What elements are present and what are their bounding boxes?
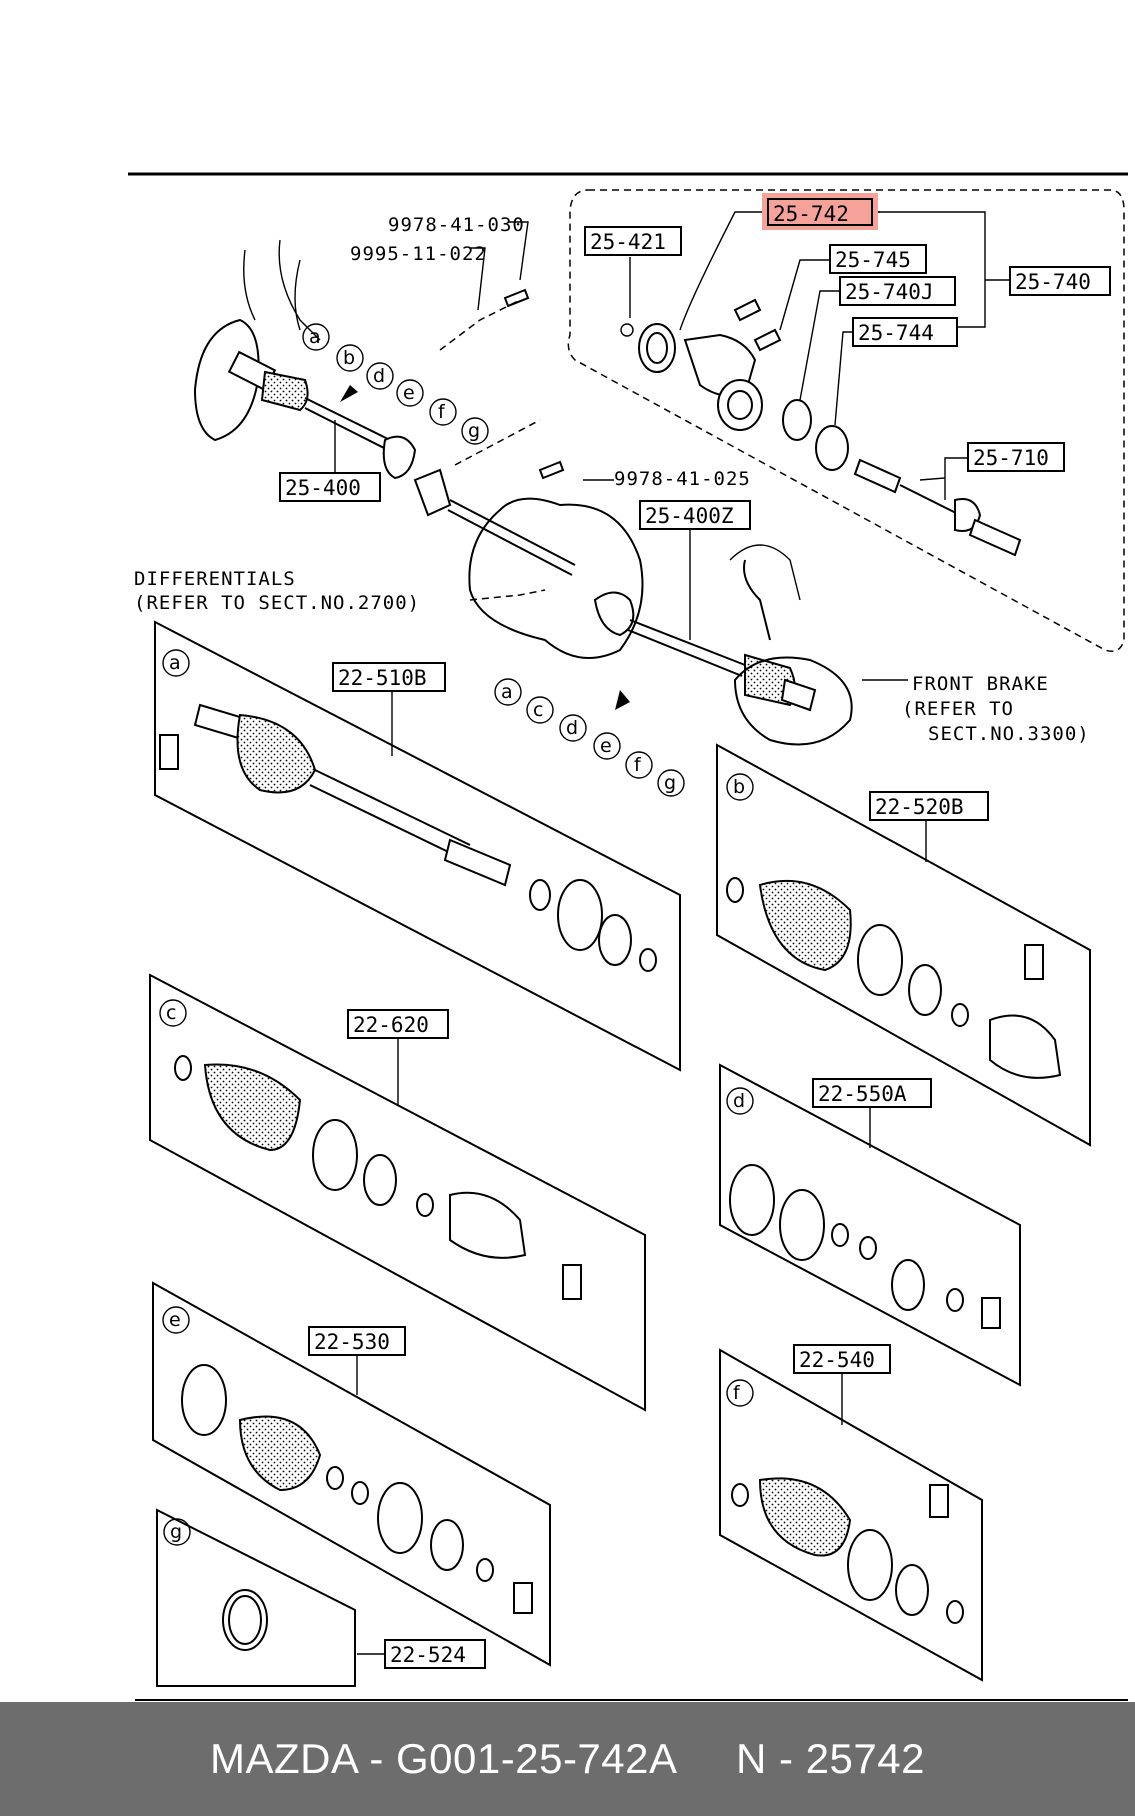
- panel-letter-e: e: [169, 1309, 181, 1331]
- label-22-550A: 22-550A: [818, 1082, 907, 1106]
- panel-b: b 22-520B: [716, 743, 1091, 1147]
- bolt-number-2: 9995-11-022: [350, 243, 487, 265]
- label-22-520B: 22-520B: [875, 795, 964, 819]
- label-22-524: 22-524: [390, 1643, 466, 1667]
- leader-lines-top: [334, 211, 1010, 681]
- label-22-620: 22-620: [353, 1013, 429, 1037]
- bolt-number-1: 9978-41-030: [388, 214, 525, 236]
- label-25-421: 25-421: [590, 230, 666, 254]
- note-differentials-ref: (REFER TO SECT.NO.2700): [134, 592, 420, 614]
- panel-f: f 22-540: [719, 1344, 983, 1682]
- panel-g: g 22-524: [156, 1508, 486, 1687]
- circle-letter-g2: g: [664, 772, 676, 794]
- note-differentials-title: DIFFERENTIALS: [134, 568, 296, 590]
- label-25-742: 25-742: [773, 202, 849, 226]
- arrow-up: [615, 690, 630, 710]
- letter-series-upper: a b d e f g: [302, 323, 489, 445]
- circle-letter-a1: a: [309, 326, 321, 348]
- label-25-740J: 25-740J: [845, 280, 934, 304]
- label-25-744: 25-744: [858, 321, 934, 345]
- footer-bar: MAZDA - G001-25-742A N - 25742: [0, 1702, 1135, 1816]
- footer-caption: MAZDA - G001-25-742A N - 25742: [209, 1735, 925, 1782]
- label-25-400Z: 25-400Z: [645, 504, 734, 528]
- circle-letter-e1: e: [403, 382, 415, 404]
- circle-letter-g1: g: [468, 420, 480, 442]
- panel-letter-b: b: [733, 776, 745, 798]
- panel-d: d 22-550A: [719, 1063, 1021, 1387]
- label-25-400: 25-400: [285, 476, 361, 500]
- arrow-up-left: [340, 385, 358, 402]
- panel-letter-c: c: [166, 1002, 176, 1024]
- panel-letter-f: f: [733, 1382, 741, 1404]
- note-front-brake-title: FRONT BRAKE: [912, 673, 1049, 695]
- circle-letter-f1: f: [438, 401, 446, 423]
- label-25-740: 25-740: [1015, 270, 1091, 294]
- panel-a: a 22-510B: [154, 620, 681, 1072]
- drive-shaft-assembly: [193, 239, 1022, 746]
- exploded-parts-diagram: a b d e f g a c d e f g 25-742 25-421 25…: [128, 172, 1128, 1701]
- bolt-number-3: 9978-41-025: [614, 468, 751, 490]
- bearing-group-outline: [567, 189, 1125, 652]
- label-22-510B: 22-510B: [338, 666, 427, 690]
- circle-letter-c2: c: [533, 699, 543, 721]
- panel-letter-g: g: [170, 1521, 182, 1543]
- label-22-530: 22-530: [314, 1330, 390, 1354]
- circle-letter-e2: e: [600, 735, 612, 757]
- circle-letter-f2: f: [634, 754, 642, 776]
- letter-series-lower: a c d e f g: [494, 678, 685, 797]
- note-front-brake-ref2: SECT.NO.3300): [928, 723, 1090, 745]
- panel-letter-a: a: [169, 652, 181, 674]
- label-22-540: 22-540: [799, 1348, 875, 1372]
- panel-e: e 22-530: [152, 1281, 551, 1667]
- panel-c: c 22-620: [149, 973, 646, 1412]
- panel-letter-d: d: [733, 1090, 745, 1112]
- label-25-745: 25-745: [835, 248, 911, 272]
- label-25-710: 25-710: [973, 446, 1049, 470]
- circle-letter-a2: a: [501, 681, 513, 703]
- circle-letter-b1: b: [343, 347, 355, 369]
- circle-letter-d1: d: [373, 365, 385, 387]
- circle-letter-d2: d: [566, 717, 578, 739]
- note-front-brake-ref1: (REFER TO: [902, 698, 1014, 720]
